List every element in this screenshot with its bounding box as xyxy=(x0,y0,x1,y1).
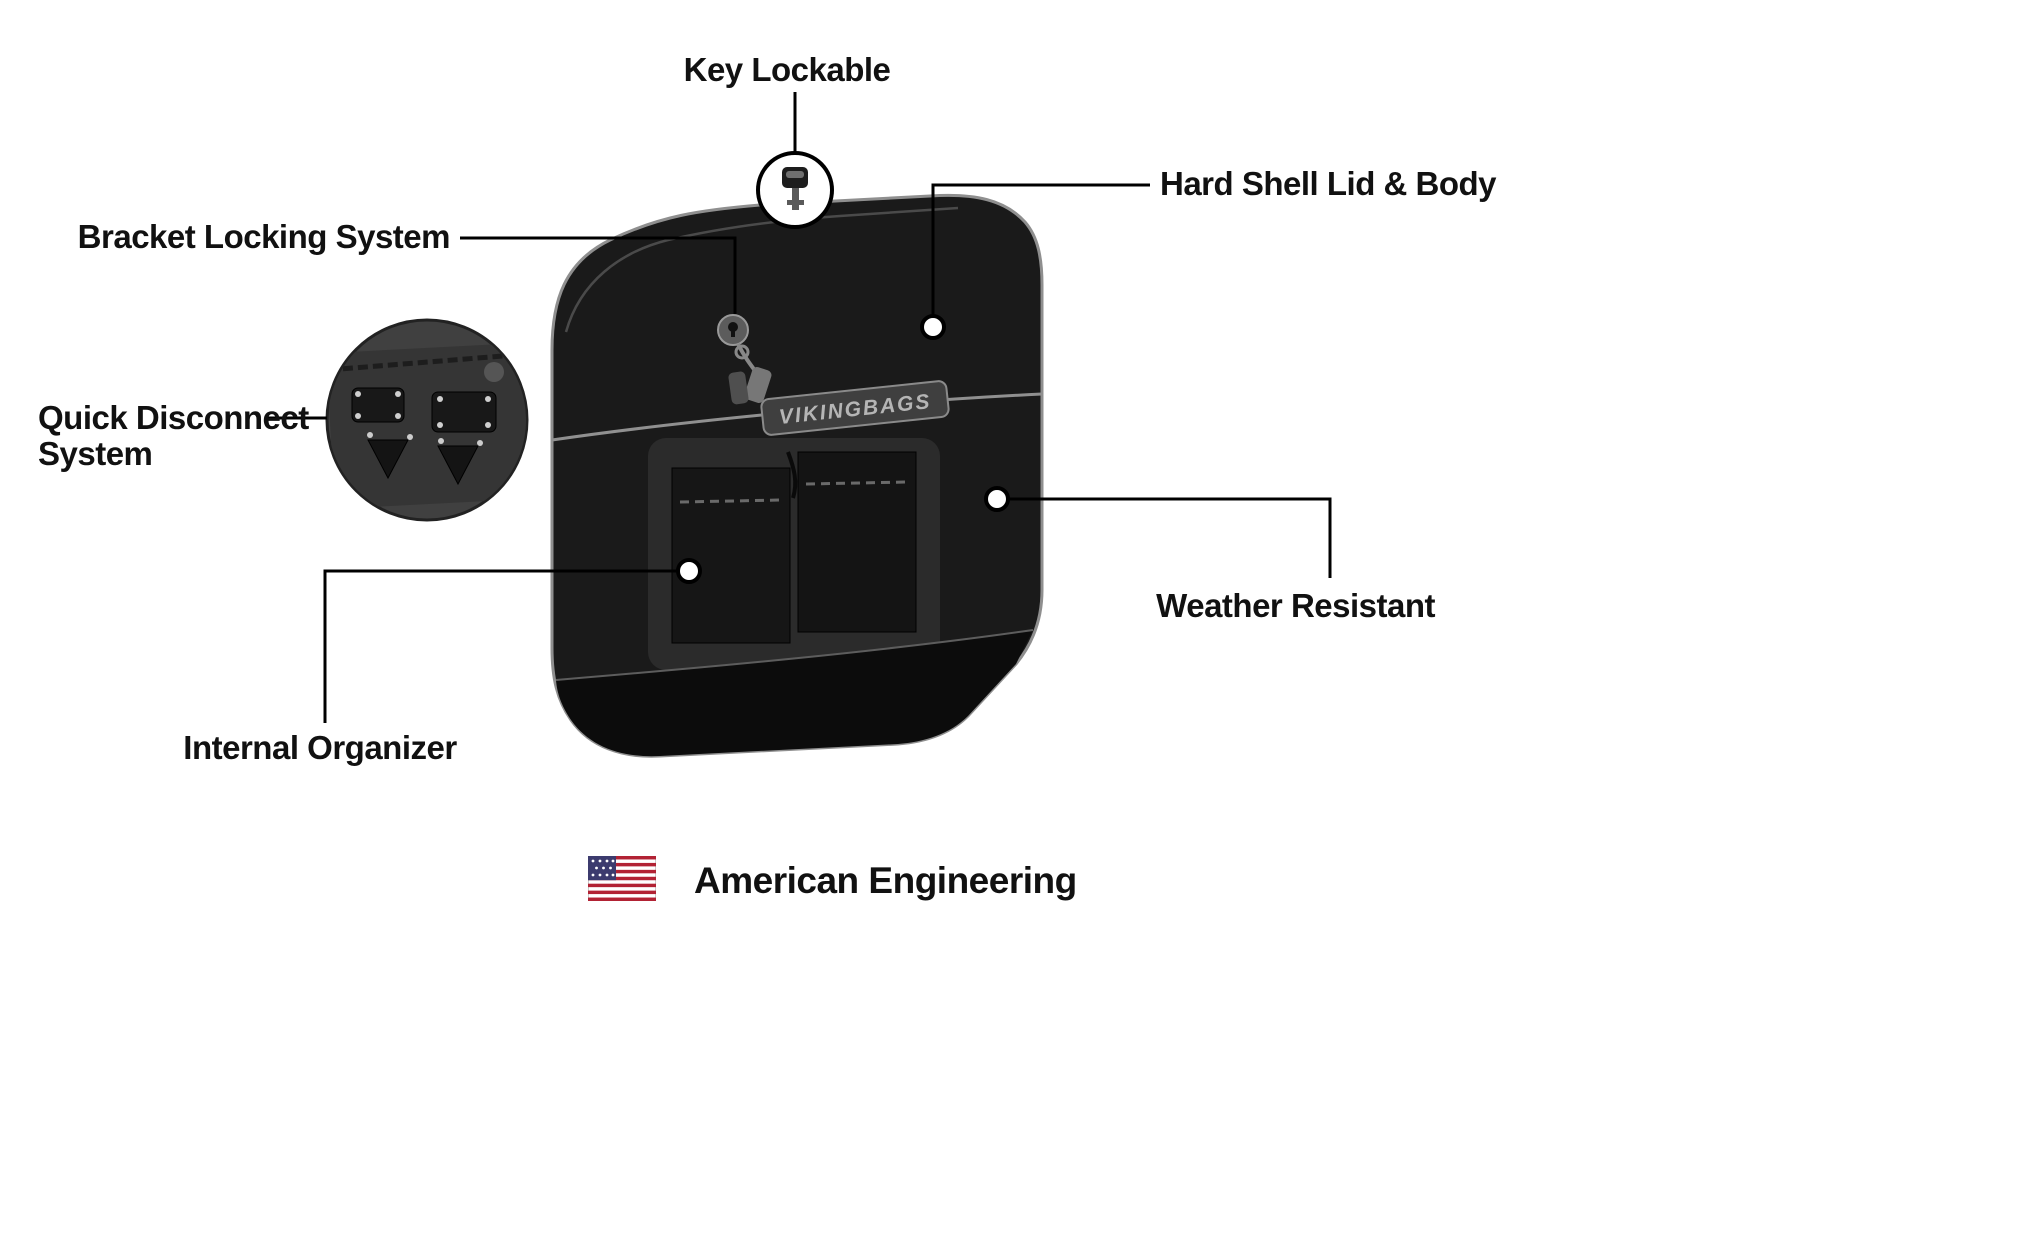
footer-label: American Engineering xyxy=(694,860,1077,901)
callout-label-quick-disconnect: Quick Disconnect System xyxy=(38,399,318,473)
quick-disconnect-inset xyxy=(325,318,529,522)
callout-marker-weather-resistant xyxy=(984,486,1010,512)
quick-disconnect-line1: Quick Disconnect xyxy=(38,399,309,436)
callout-markers xyxy=(676,314,1010,584)
callout-line-bracket-locking xyxy=(460,236,737,314)
callout-label-internal-organizer: Internal Organizer xyxy=(183,729,457,766)
callout-label-bracket-locking: Bracket Locking System xyxy=(77,218,451,255)
callout-label-hard-shell: Hard Shell Lid & Body xyxy=(1160,165,1497,202)
key-circle-badge xyxy=(756,151,834,229)
callout-label-weather-resistant: Weather Resistant xyxy=(1156,587,1435,624)
internal-pockets xyxy=(671,451,917,644)
callout-line-internal-organizer xyxy=(323,569,677,723)
callout-line-hard-shell xyxy=(931,183,1150,315)
callout-marker-hard-shell xyxy=(920,314,946,340)
quick-disconnect-line2: System xyxy=(38,435,153,473)
callout-marker-internal-organizer xyxy=(676,558,702,584)
key-icon xyxy=(782,167,808,210)
callout-lines xyxy=(268,92,1332,723)
saddlebag-illustration: VIKINGBAGS xyxy=(550,193,1044,758)
bag-bottom xyxy=(556,630,1033,757)
lock-icon xyxy=(717,314,749,346)
keys-icon xyxy=(728,343,772,405)
us-flag-icon xyxy=(588,856,656,901)
callout-line-weather-resistant xyxy=(1009,497,1332,578)
callout-label-key-lockable: Key Lockable xyxy=(683,51,891,88)
